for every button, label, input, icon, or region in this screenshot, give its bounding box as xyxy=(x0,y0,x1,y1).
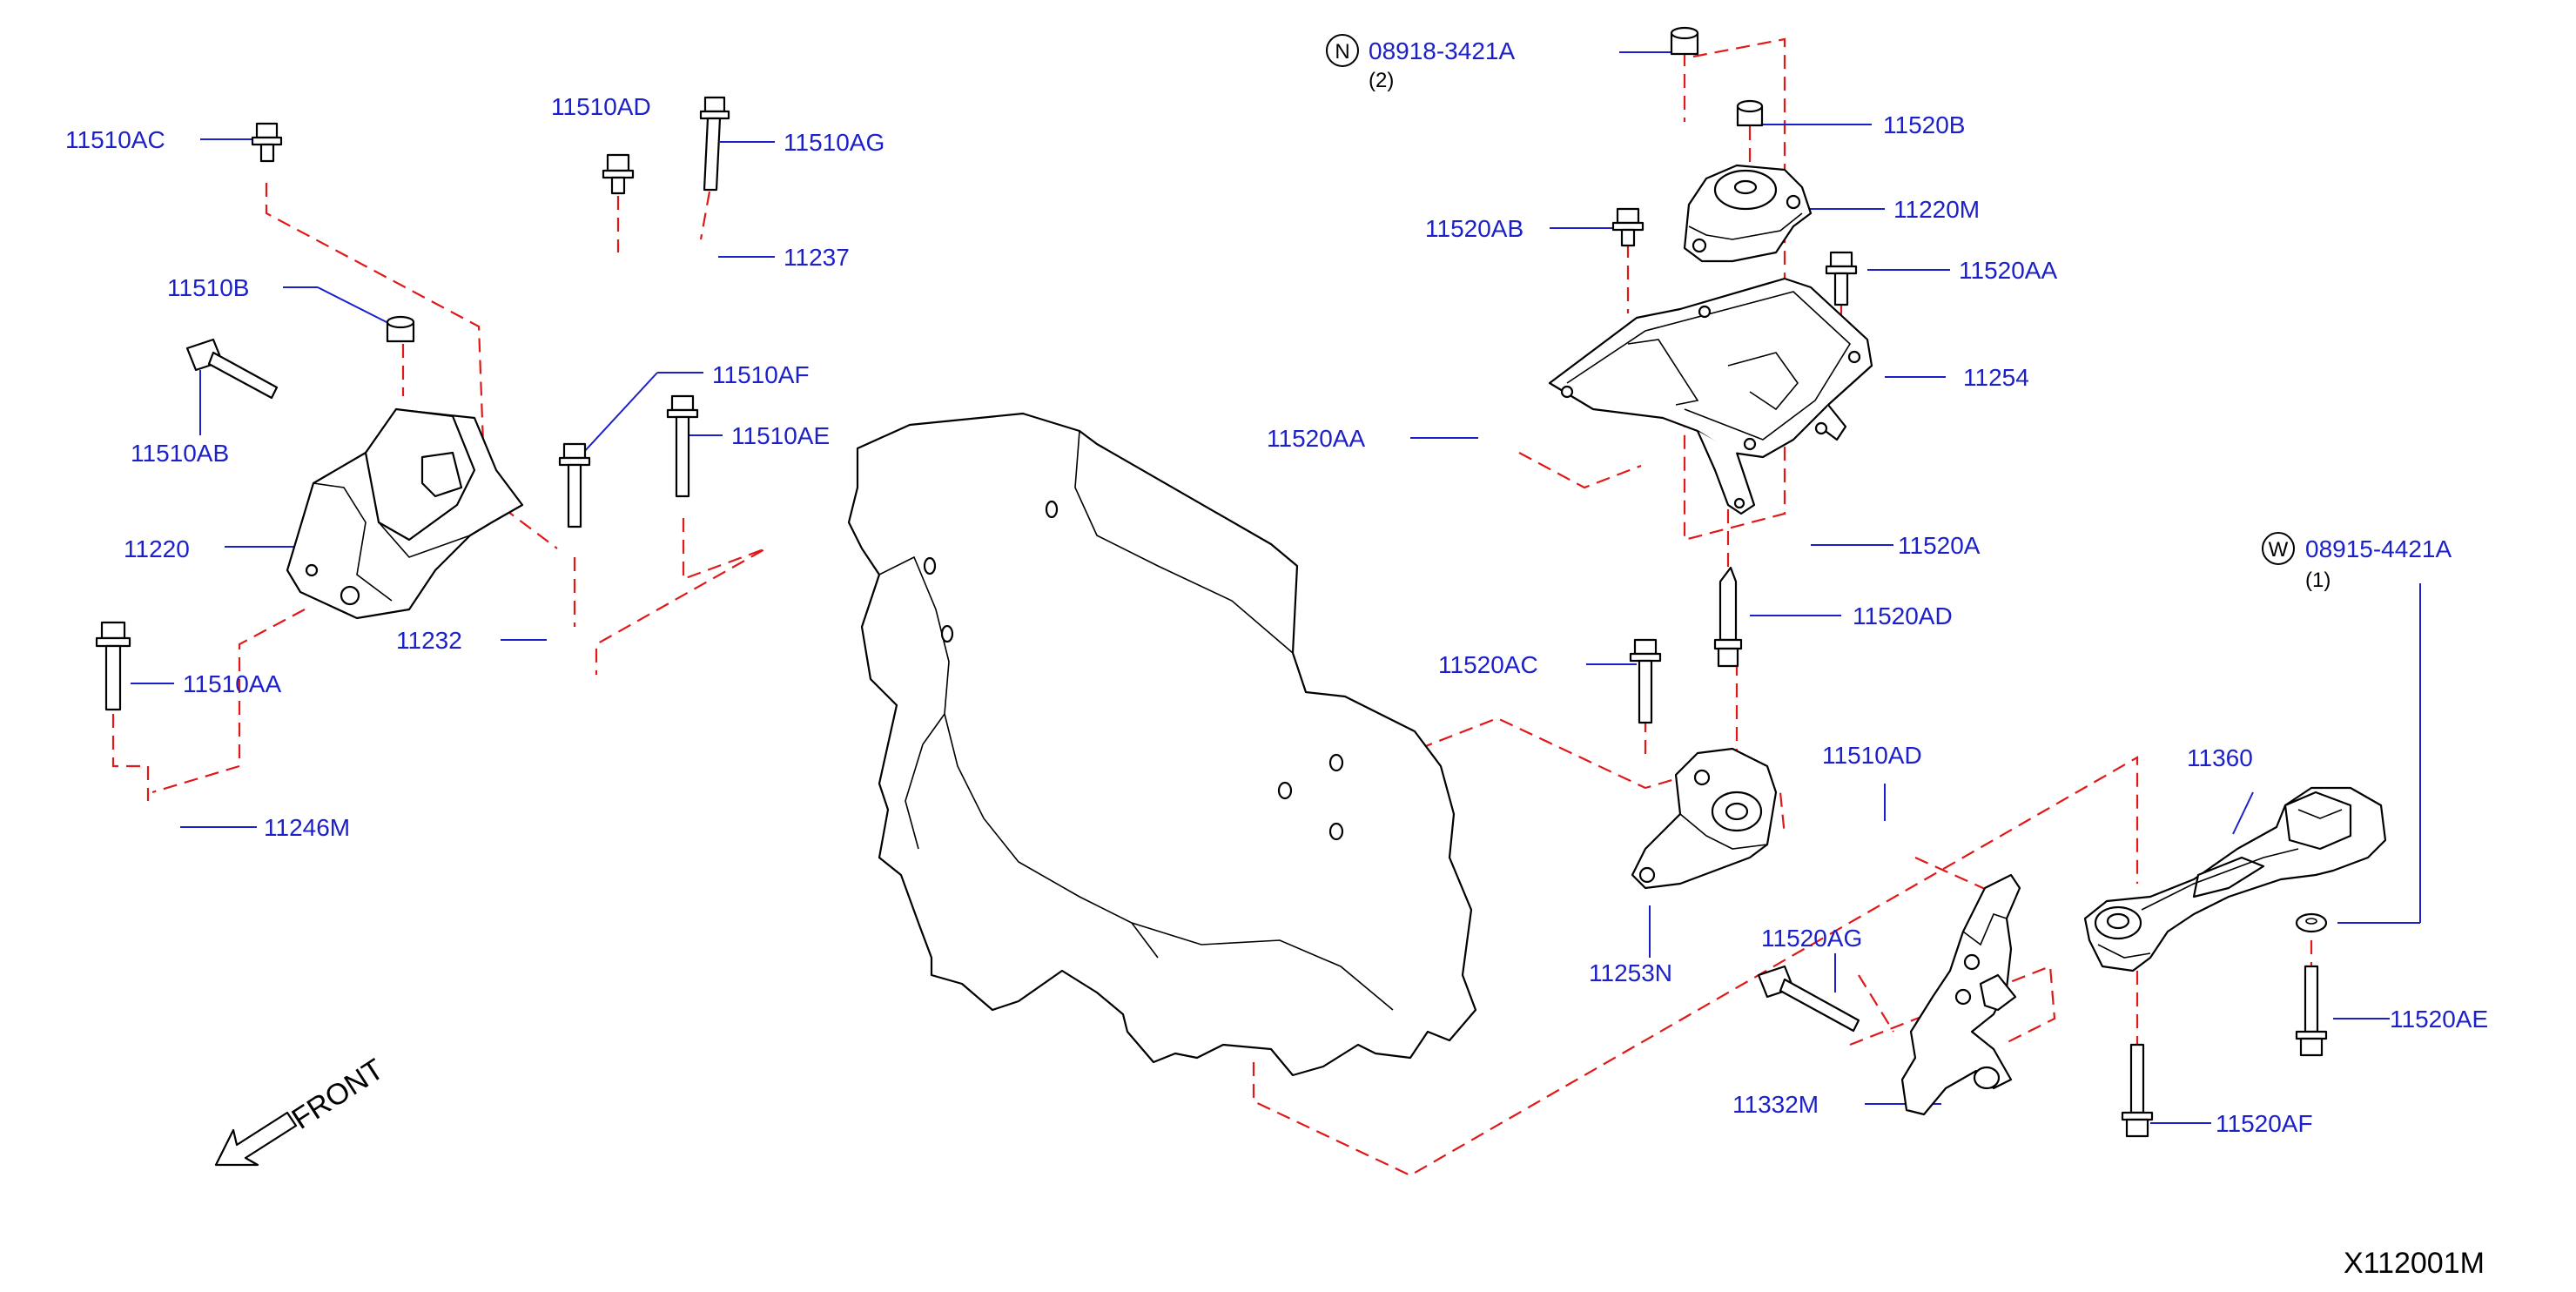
label-11520AF: 11520AF xyxy=(2216,1110,2313,1137)
engine-block xyxy=(847,412,1477,1077)
label-08918-3421A-qty: (2) xyxy=(1369,69,1394,92)
bracket-11253N[interactable] xyxy=(1631,747,1778,890)
bracket-11332M[interactable] xyxy=(1900,873,2021,1116)
bolt-11520AG[interactable] xyxy=(1757,965,1860,1033)
bolt-11510AA[interactable] xyxy=(95,621,131,711)
label-08915-4421A-qty: (1) xyxy=(2305,569,2331,592)
svg-text:W: W xyxy=(2269,538,2289,562)
label-08918-3421A: 08918-3421A xyxy=(1369,37,1515,64)
bolt-11510AF[interactable] xyxy=(558,442,591,528)
nut-08918-3421A[interactable] xyxy=(1670,26,1699,56)
bolt-11510AD-top[interactable] xyxy=(602,153,635,195)
nut-11510B[interactable] xyxy=(386,315,415,343)
bolt-11520AE[interactable] xyxy=(2295,965,2328,1057)
label-11360: 11360 xyxy=(2187,744,2253,771)
front-arrow-icon xyxy=(214,1111,298,1167)
mount-bracket-11220M[interactable] xyxy=(1683,164,1813,263)
label-11520AA-right: 11520AA xyxy=(1959,257,2057,284)
stud-11520B[interactable] xyxy=(1736,99,1764,127)
label-11510AA: 11510AA xyxy=(183,670,281,697)
bolt-11510AG[interactable] xyxy=(699,96,730,192)
drawing-code: X112001M xyxy=(2344,1247,2485,1280)
bolt-11520AC[interactable] xyxy=(1629,638,1662,724)
label-11520AB: 11520AB xyxy=(1425,215,1523,242)
label-11520AE: 11520AE xyxy=(2390,1006,2488,1033)
torque-rod-11360[interactable] xyxy=(2083,786,2387,972)
bolt-11510AB[interactable] xyxy=(185,338,279,400)
label-11520AG: 11520AG xyxy=(1761,925,1862,952)
label-11237: 11237 xyxy=(784,244,850,271)
label-11332M: 11332M xyxy=(1732,1091,1819,1118)
bolt-11510AC[interactable] xyxy=(251,122,283,163)
label-11220: 11220 xyxy=(124,535,190,562)
label-11510AG: 11510AG xyxy=(784,129,884,156)
washer-08915-4421A[interactable] xyxy=(2295,912,2328,933)
svg-text:N: N xyxy=(1335,40,1349,64)
label-11510AB: 11510AB xyxy=(131,440,229,467)
label-11246M: 11246M xyxy=(264,814,350,841)
label-11254: 11254 xyxy=(1963,364,2029,391)
label-11520AA-left: 11520AA xyxy=(1267,425,1365,452)
bolt-11520AF[interactable] xyxy=(2121,1043,2154,1138)
label-11510AC: 11510AC xyxy=(65,126,165,153)
label-11510AD-bottom: 11510AD xyxy=(1822,742,1922,769)
bolt-11520AB[interactable] xyxy=(1611,207,1644,247)
label-11220M: 11220M xyxy=(1893,196,1980,223)
label-11520A: 11520A xyxy=(1898,532,1981,559)
leader-lines xyxy=(131,51,2421,1124)
label-11253N: 11253N xyxy=(1589,959,1672,986)
prefix-badge-N: N xyxy=(1326,34,1359,67)
part-labels: 11510AC 11510AD 11510AG 11237 11510B 115… xyxy=(65,37,2488,1280)
label-11510AD-top: 11510AD xyxy=(551,93,651,120)
label-08915-4421A: 08915-4421A xyxy=(2305,535,2452,562)
bolt-11510AE[interactable] xyxy=(666,394,699,498)
label-11520AC: 11520AC xyxy=(1438,651,1538,678)
bolt-11520AA-right[interactable] xyxy=(1825,251,1858,306)
stud-11520AD[interactable] xyxy=(1713,566,1743,668)
label-11520B: 11520B xyxy=(1883,111,1965,138)
label-11520AD: 11520AD xyxy=(1853,602,1953,629)
label-11232: 11232 xyxy=(396,627,462,654)
label-11510B: 11510B xyxy=(167,274,249,301)
label-11510AE: 11510AE xyxy=(731,422,830,449)
front-label: FRONT xyxy=(286,1053,390,1136)
engine-mount-11220[interactable] xyxy=(286,407,524,620)
label-11510AF: 11510AF xyxy=(712,361,810,388)
bracket-11254[interactable] xyxy=(1548,277,1873,515)
prefix-badge-W: W xyxy=(2262,532,2295,565)
